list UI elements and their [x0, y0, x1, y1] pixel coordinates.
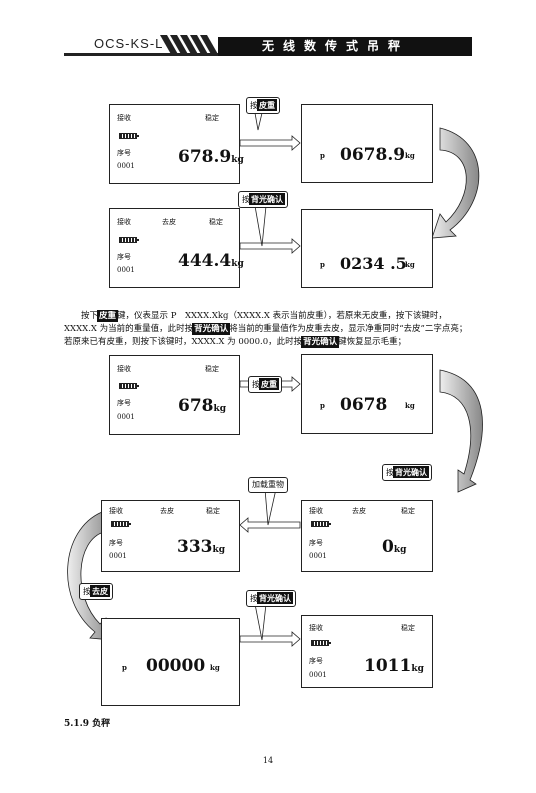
weight-value: 678.9kg: [178, 147, 244, 167]
weight-value: 0678: [340, 395, 388, 415]
tare-label: 去皮: [160, 507, 174, 515]
stable-label: 稳定: [401, 507, 415, 515]
seq-number: 0001: [117, 162, 135, 170]
section-title: 5.1.9 负秤: [64, 719, 111, 729]
receive-label: 接收: [117, 114, 131, 122]
weight-value: 0678.9: [340, 145, 406, 165]
stable-label: 稳定: [209, 218, 223, 226]
seq-label: 序号: [117, 253, 131, 261]
battery-icon: [119, 383, 139, 389]
seq-label: 序号: [309, 657, 323, 665]
seq-label: 序号: [117, 399, 131, 407]
display-box: 接收 去皮 稳定 序号 0001 333kg: [101, 500, 240, 572]
weight-value: 0234 .5: [340, 254, 407, 273]
kg-label: kg: [405, 260, 415, 269]
weight-value: 0kg: [382, 537, 407, 557]
display-box: 接收 稳定 序号 0001 1011kg: [301, 615, 433, 688]
receive-label: 接收: [117, 365, 131, 373]
arrow-right: [239, 238, 301, 254]
battery-icon: [311, 521, 331, 527]
weight-value: 678kg: [178, 396, 227, 416]
weight-value: 333kg: [177, 537, 226, 557]
seq-number: 0001: [117, 266, 135, 274]
press-backlight-callout: 按背光确认: [382, 464, 432, 481]
add-load-callout: 加载重物: [248, 477, 288, 493]
kg-label: kg: [405, 151, 415, 160]
seq-number: 0001: [309, 552, 327, 560]
tare-label: 去皮: [162, 218, 176, 226]
display-box: p 0678 kg: [301, 354, 433, 434]
page-number: 14: [262, 756, 274, 765]
seq-label: 序号: [109, 539, 123, 547]
arrow-left: [239, 517, 301, 533]
curve-arrow: [431, 127, 480, 239]
receive-label: 接收: [117, 218, 131, 226]
header-bar: [218, 37, 472, 56]
doc-code: OCS-KS-L: [94, 36, 164, 51]
p-label: p: [320, 401, 325, 410]
stable-label: 稳定: [205, 114, 219, 122]
receive-label: 接收: [309, 624, 323, 632]
receive-label: 接收: [109, 507, 123, 515]
press-backlight-callout: 按背光确认: [238, 191, 288, 208]
p-label: p: [320, 260, 325, 269]
callout-pointer: [254, 112, 263, 131]
weight-value: 444.4kg: [178, 251, 244, 271]
kg-label: kg: [405, 401, 415, 410]
callout-pointer: [254, 205, 267, 247]
weight-value: 1011kg: [364, 656, 424, 676]
battery-icon: [111, 521, 131, 527]
p-label: p: [122, 663, 127, 672]
arrow-right: [239, 631, 301, 647]
seq-number: 0001: [109, 552, 127, 560]
battery-icon: [311, 640, 331, 646]
seq-label: 序号: [117, 149, 131, 157]
tare-label: 去皮: [352, 507, 366, 515]
battery-icon: [119, 133, 139, 139]
callout-pointer: [254, 603, 267, 641]
display-box: 接收 稳定 序号 0001 678.9kg: [109, 104, 244, 184]
header-stripes: [160, 35, 219, 56]
callout-pointer: [264, 488, 277, 526]
seq-number: 0001: [117, 413, 135, 421]
press-backlight-callout: 按背光确认: [246, 590, 296, 607]
display-box: p 00000 kg: [101, 618, 240, 706]
arrow-right: [239, 135, 301, 151]
display-box: 接收 稳定 序号 0001 678kg: [109, 355, 240, 435]
curve-arrow: [439, 369, 483, 493]
display-box: 接收 去皮 稳定 序号 0001 0kg: [301, 500, 433, 572]
weight-value: 00000: [146, 656, 206, 676]
seq-label: 序号: [309, 539, 323, 547]
doc-title: 无线数传式吊秤: [262, 39, 410, 53]
stable-label: 稳定: [206, 507, 220, 515]
display-box: p 0678.9 kg: [301, 104, 433, 183]
seq-number: 0001: [309, 671, 327, 679]
press-tare-callout: 按皮重: [248, 376, 282, 393]
p-label: p: [320, 151, 325, 160]
kg-label: kg: [210, 663, 220, 672]
battery-icon: [119, 237, 139, 243]
display-box: 接收 去皮 稳定 序号 0001 444.4kg: [109, 208, 244, 288]
receive-label: 接收: [309, 507, 323, 515]
stable-label: 稳定: [205, 365, 219, 373]
press-remove-tare-callout: 按去皮: [79, 583, 113, 600]
tare-description: 按下皮重键，仪表显示 P XXXX.Xkg（XXXX.X 表示当前皮重），若原来…: [64, 310, 468, 348]
press-tare-callout: 按皮重: [246, 97, 280, 114]
stable-label: 稳定: [401, 624, 415, 632]
display-box: p 0234 .5 kg: [301, 209, 433, 288]
